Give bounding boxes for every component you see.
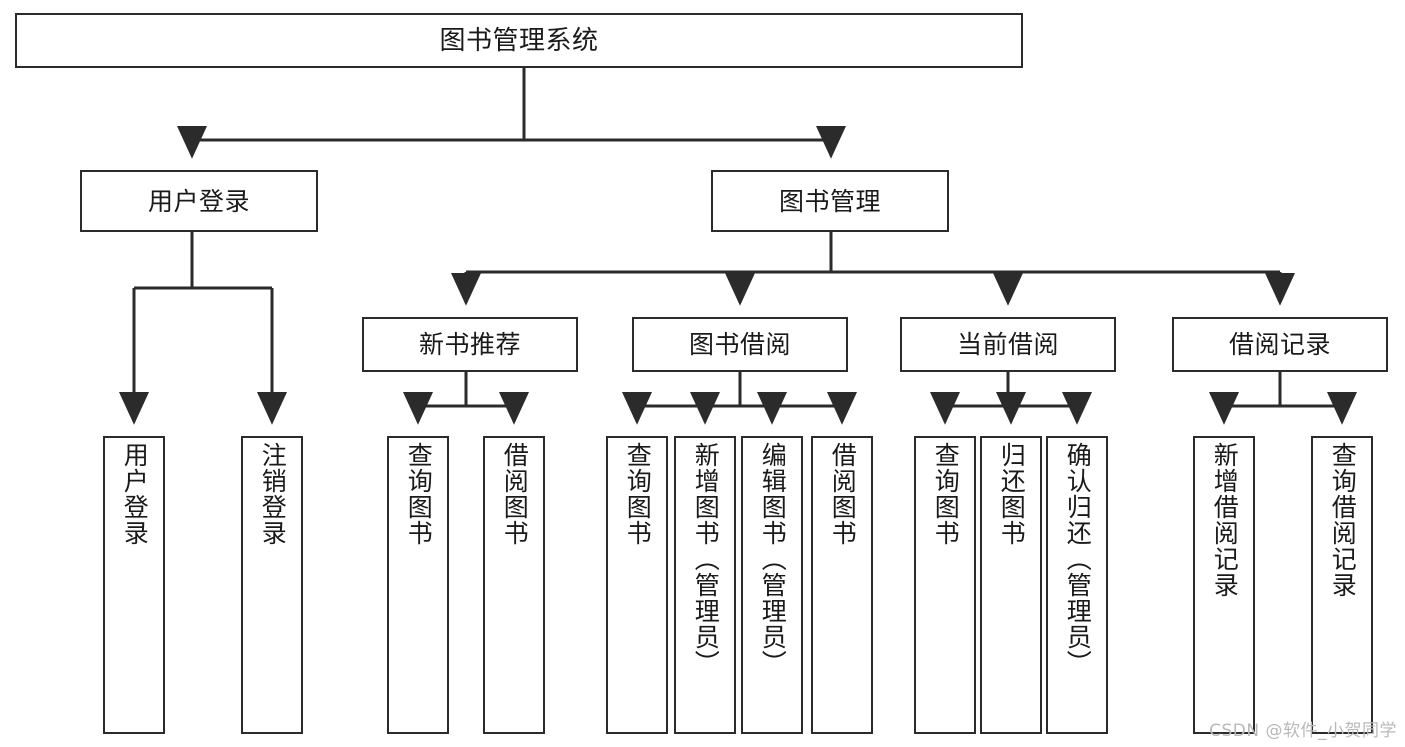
node-label: 新书推荐 bbox=[418, 330, 521, 359]
leaf-borrow-book-recommend[interactable]: 借阅图书 bbox=[483, 436, 545, 734]
node-label: 借阅图书 bbox=[500, 442, 530, 546]
node-book-borrow[interactable]: 图书借阅 bbox=[632, 317, 848, 372]
leaf-query-book-recommend[interactable]: 查询图书 bbox=[387, 436, 449, 734]
leaf-query-book-current[interactable]: 查询图书 bbox=[914, 436, 976, 734]
leaf-logout-login[interactable]: 注销登录 bbox=[241, 436, 303, 734]
leaf-add-book-admin[interactable]: 新增图书（管理员） bbox=[674, 436, 736, 734]
csdn-watermark: CSDN @软件_小贺同学 bbox=[1209, 721, 1397, 741]
node-new-book-recommend[interactable]: 新书推荐 bbox=[362, 317, 578, 372]
leaf-edit-book-admin[interactable]: 编辑图书（管理员） bbox=[741, 436, 803, 734]
node-label: 确认归还（管理员） bbox=[1063, 442, 1093, 676]
leaf-user-login[interactable]: 用户登录 bbox=[103, 436, 165, 734]
node-label: 归还图书 bbox=[997, 442, 1027, 546]
node-label: 借阅记录 bbox=[1228, 330, 1331, 359]
leaf-query-borrow-record[interactable]: 查询借阅记录 bbox=[1311, 436, 1373, 734]
node-label: 编辑图书（管理员） bbox=[758, 442, 788, 676]
leaf-confirm-return-admin[interactable]: 确认归还（管理员） bbox=[1046, 436, 1108, 734]
node-label: 查询图书 bbox=[404, 442, 434, 546]
node-label: 图书借阅 bbox=[688, 330, 791, 359]
node-label: 注销登录 bbox=[258, 442, 288, 546]
node-borrow-record[interactable]: 借阅记录 bbox=[1172, 317, 1388, 372]
leaf-add-borrow-record[interactable]: 新增借阅记录 bbox=[1193, 436, 1255, 734]
node-label: 查询图书 bbox=[931, 442, 961, 546]
node-label: 当前借阅 bbox=[956, 330, 1059, 359]
node-label: 用户登录 bbox=[147, 186, 250, 216]
node-label: 用户登录 bbox=[120, 442, 150, 546]
node-label: 借阅图书 bbox=[828, 442, 858, 546]
node-root-book-management-system[interactable]: 图书管理系统 bbox=[15, 13, 1023, 68]
leaf-return-book[interactable]: 归还图书 bbox=[980, 436, 1042, 734]
leaf-borrow-book[interactable]: 借阅图书 bbox=[811, 436, 873, 734]
node-label: 新增图书（管理员） bbox=[691, 442, 721, 676]
node-user-login[interactable]: 用户登录 bbox=[80, 170, 318, 232]
node-book-management[interactable]: 图书管理 bbox=[711, 170, 949, 232]
node-label: 图书管理 bbox=[778, 186, 881, 216]
node-label: 新增借阅记录 bbox=[1210, 442, 1240, 598]
node-label: 查询借阅记录 bbox=[1328, 442, 1358, 598]
node-label: 图书管理系统 bbox=[439, 25, 599, 56]
node-label: 查询图书 bbox=[623, 442, 653, 546]
leaf-query-book-borrow[interactable]: 查询图书 bbox=[606, 436, 668, 734]
node-current-borrow[interactable]: 当前借阅 bbox=[900, 317, 1116, 372]
